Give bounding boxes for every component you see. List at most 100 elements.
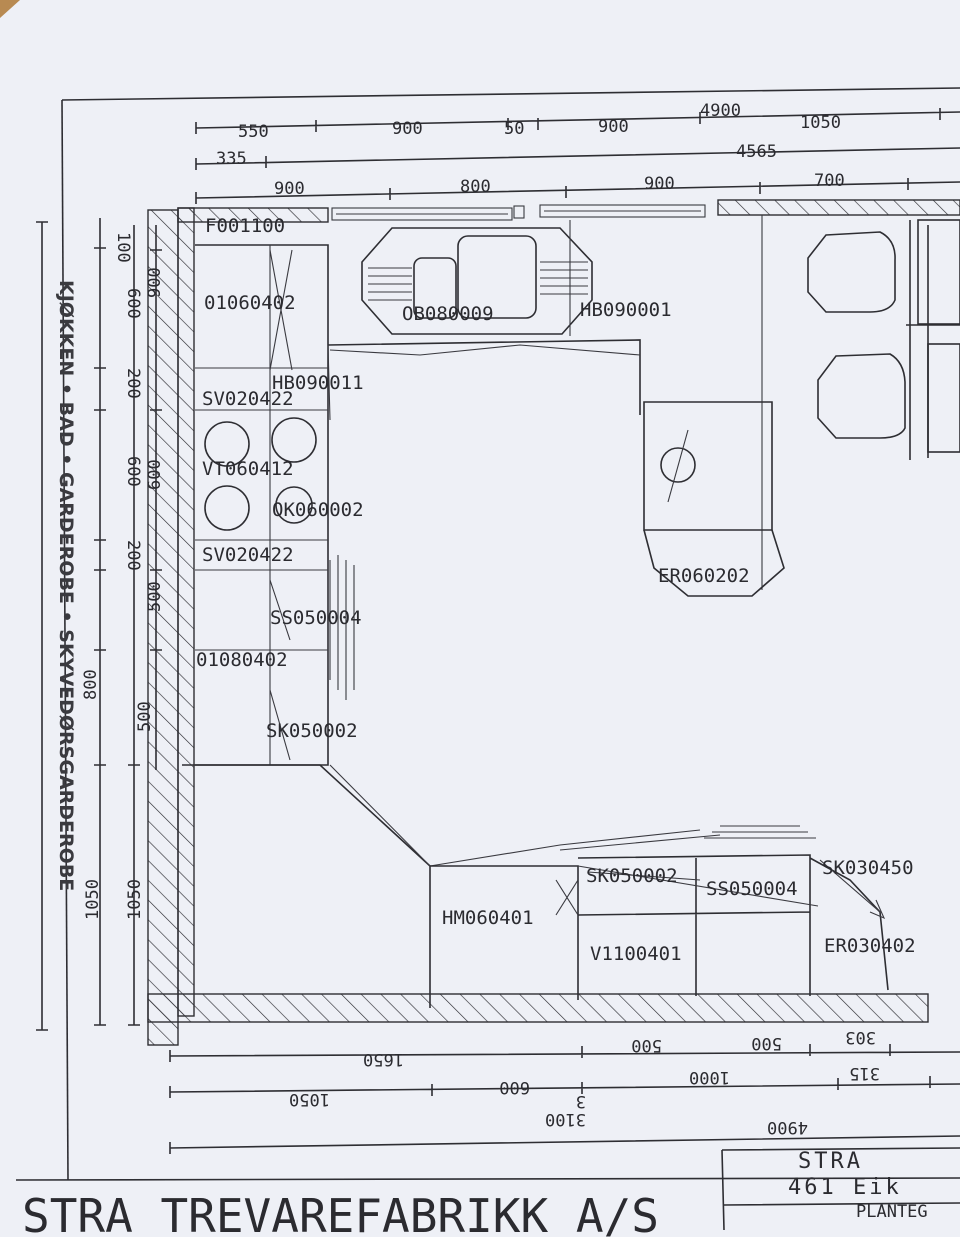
window-right xyxy=(539,204,706,218)
sink-outline xyxy=(361,227,593,335)
dim-500-b: 500 xyxy=(135,701,155,732)
dim-4900-bottom: 4900 xyxy=(767,1117,808,1137)
appliance-circle-4 xyxy=(275,486,313,524)
dim-4565: 4565 xyxy=(736,142,777,162)
dim-600-c: 600 xyxy=(145,459,165,490)
left-cabinet-dividers xyxy=(195,245,328,765)
dim-line-bottom-3 xyxy=(169,1135,960,1154)
window-mullion xyxy=(513,205,525,219)
label-er-right: ER060202 xyxy=(658,565,750,587)
dim-line-bottom-1 xyxy=(169,1044,960,1062)
dim-1000: 1000 xyxy=(689,1067,730,1087)
appliance-circle-1 xyxy=(204,421,250,467)
dim-800: 800 xyxy=(460,177,491,197)
bath-wall-lines xyxy=(906,220,960,460)
top-counter-edge xyxy=(327,339,641,415)
dim-335: 335 xyxy=(216,149,247,169)
hob-circle xyxy=(660,447,696,483)
left-door-swings xyxy=(269,249,355,761)
dim-900-left: 900 xyxy=(145,267,165,298)
dim-line-left-2 xyxy=(94,218,106,1026)
dim-500-bottom-a: 500 xyxy=(631,1035,662,1055)
label-v1: V1100401 xyxy=(590,943,682,965)
dim-303: 303 xyxy=(845,1027,876,1047)
dim-900-d: 900 xyxy=(644,174,675,194)
er-right-box xyxy=(643,401,773,531)
sink-drainboards xyxy=(368,261,588,301)
bottom-left-partition xyxy=(182,764,431,1008)
dim-line-left-4 xyxy=(150,225,162,770)
wall-bottom xyxy=(147,993,929,1023)
wall-left-inner xyxy=(177,207,195,1017)
wall-left xyxy=(147,209,179,1046)
dim-600-bottom: 600 xyxy=(499,1077,530,1097)
dim-1050-b: 1050 xyxy=(125,879,145,920)
label-er-bottom: ER030402 xyxy=(824,935,916,957)
window-left xyxy=(331,207,513,221)
dim-1050-top: 1050 xyxy=(800,113,841,133)
label-sink: OB080009 xyxy=(402,303,494,325)
label-sk-bottom: SK050002 xyxy=(586,865,678,887)
frame-left-line xyxy=(61,99,69,1181)
label-o1: 01060402 xyxy=(204,292,296,314)
stamp-type: PLANTEG xyxy=(856,1202,928,1222)
wall-top-right xyxy=(717,199,960,216)
bath-fixture-4 xyxy=(927,343,960,453)
dim-line-top-3 xyxy=(195,178,960,204)
label-sk-left: SK050002 xyxy=(266,720,358,742)
corner-arrow xyxy=(819,859,886,920)
frame-top-line xyxy=(61,87,960,101)
er-right-end-panel xyxy=(643,529,785,597)
stamp-line: 461 Eik xyxy=(788,1175,902,1200)
dim-line-top-2 xyxy=(195,147,960,170)
dim-900-c: 900 xyxy=(274,179,305,199)
bath-fixture-2 xyxy=(817,353,906,439)
dim-200-b: 200 xyxy=(123,540,143,571)
label-sv2: SV020422 xyxy=(202,544,294,566)
dim-600-a: 600 xyxy=(123,288,143,319)
dim-200-a: 200 xyxy=(123,368,143,399)
label-hb-top: HB090001 xyxy=(580,299,672,321)
side-title: KJØKKEN • BAD • GARDEROBE • SKYVEDØRSGAR… xyxy=(55,280,77,891)
label-o2: 01080402 xyxy=(196,649,288,671)
sink-bowl-large xyxy=(457,235,537,319)
company-name: STRA TREVAREFABRIKK A/S xyxy=(22,1189,659,1237)
dim-line-bottom-2 xyxy=(169,1076,960,1098)
dim-line-left-3 xyxy=(128,225,140,1026)
frame-bottom-line xyxy=(15,1177,960,1181)
floor-guides xyxy=(329,764,721,867)
dim-500-bottom-b: 500 xyxy=(751,1033,782,1053)
dim-50: 50 xyxy=(504,119,524,139)
label-sk-corner: SK030450 xyxy=(822,857,914,879)
bottom-door-swings xyxy=(555,825,819,916)
dim-3: 3 xyxy=(576,1091,586,1111)
wall-top-left xyxy=(177,207,329,223)
sink-bowl-small xyxy=(413,257,457,319)
dim-550: 550 xyxy=(238,122,269,142)
dim-1650: 1650 xyxy=(363,1049,404,1069)
label-ok: OK060002 xyxy=(272,499,364,521)
appliance-circle-2 xyxy=(271,417,317,463)
dim-4900-top: 4900 xyxy=(700,101,741,121)
dim-700: 700 xyxy=(814,171,845,191)
dim-900-a: 900 xyxy=(392,119,423,139)
dim-100: 100 xyxy=(113,232,133,263)
bath-fixture-3 xyxy=(917,219,960,325)
dim-900-b: 900 xyxy=(598,117,629,137)
top-counter-front xyxy=(327,344,641,421)
dim-line-left-outer xyxy=(36,221,48,1031)
bath-fixture-1 xyxy=(807,231,896,313)
label-hm: HM060401 xyxy=(442,907,534,929)
label-ss-bottom: SS050004 xyxy=(706,878,798,900)
dim-1050-a: 1050 xyxy=(83,879,103,920)
dim-500-a: 500 xyxy=(145,581,165,612)
dim-line-top-1 xyxy=(195,108,960,134)
hob-line xyxy=(667,429,689,503)
appliance-circle-3 xyxy=(204,485,250,531)
dim-600-b: 600 xyxy=(123,456,143,487)
title-block-frame xyxy=(721,1147,960,1231)
label-vt: VT060412 xyxy=(202,458,294,480)
label-hb-left: HB090011 xyxy=(272,372,364,394)
label-ss-left: SS050004 xyxy=(270,607,362,629)
